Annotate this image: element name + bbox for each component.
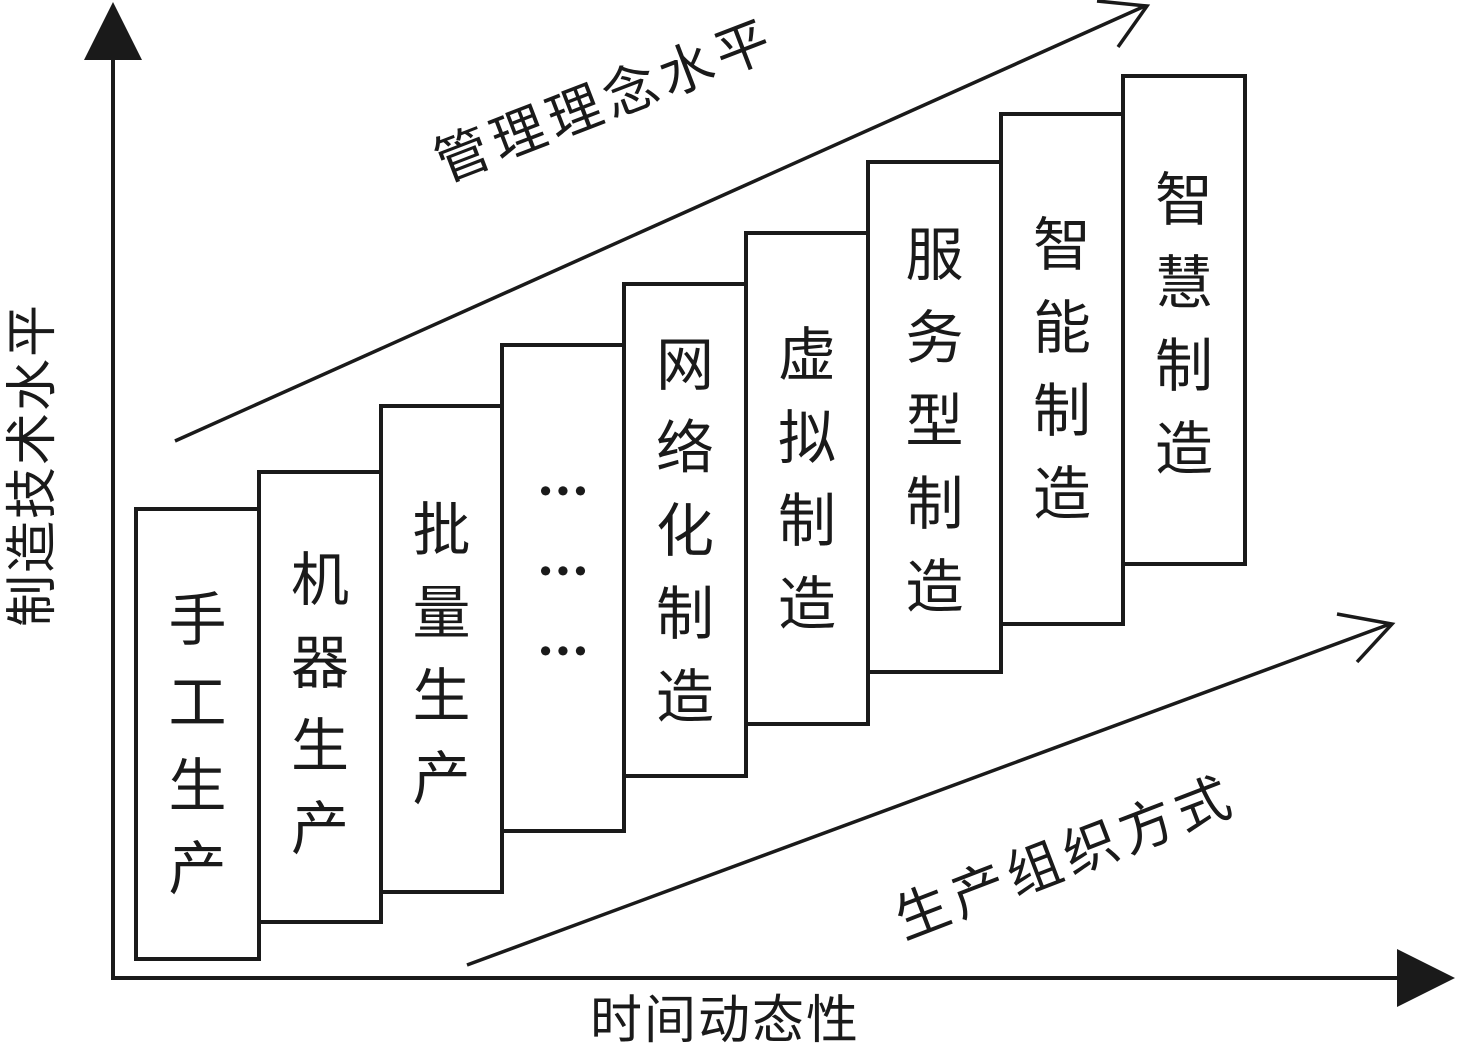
step-box-frame <box>500 343 626 833</box>
step-label: 机器生产 <box>291 546 349 863</box>
y-axis-arrowhead <box>84 2 142 60</box>
x-axis-label: 时间动态性 <box>590 991 860 1047</box>
organization-trend-arrowhead <box>1336 612 1396 664</box>
step-box-frame <box>999 112 1125 626</box>
step-box: 智慧制造 <box>1121 74 1247 566</box>
step-box: 服务型制造 <box>866 160 1003 674</box>
manufacturing-steps: 手工生产 机器生产 批量生产 ·········…… 网络化制造 虚拟制造 服务型制造 智能制… <box>134 74 1247 961</box>
y-axis-label: 制造技术水平 <box>3 303 63 627</box>
step-box: ·········…… <box>500 343 626 833</box>
step-box: 虚拟制造 <box>744 231 870 726</box>
step-label: 虚拟制造 <box>778 321 836 638</box>
x-axis-arrowhead <box>1397 949 1455 1007</box>
step-box: 网络化制造 <box>622 282 748 778</box>
step-box-frame <box>866 160 1003 674</box>
management-trend-arrowhead <box>1096 0 1151 49</box>
step-label: 批量生产 <box>412 496 470 813</box>
management-trend-line <box>174 4 1146 443</box>
axes <box>84 2 1455 1007</box>
step-box-frame <box>1121 74 1247 566</box>
step-box-frame <box>134 507 261 961</box>
organization-trend-arrow <box>466 612 1396 967</box>
step-label: 手工生产 <box>168 586 226 903</box>
step-label: 智能制造 <box>1033 211 1091 528</box>
step-box-frame <box>744 231 870 726</box>
step-label: ·········…… <box>537 461 589 680</box>
management-trend-arrow <box>174 0 1151 443</box>
step-label: 智慧制造 <box>1155 166 1213 483</box>
organization-trend-line <box>466 622 1391 967</box>
step-box: 批量生产 <box>379 404 504 894</box>
step-box-frame <box>257 470 383 924</box>
step-box: 机器生产 <box>257 470 383 924</box>
step-box: 手工生产 <box>134 507 261 961</box>
step-label: 网络化制造 <box>656 331 714 731</box>
step-box-frame <box>379 404 504 894</box>
step-box: 智能制造 <box>999 112 1125 626</box>
management-trend-label: 管理理念水平 <box>426 7 785 195</box>
step-label: 服务型制造 <box>905 221 963 621</box>
